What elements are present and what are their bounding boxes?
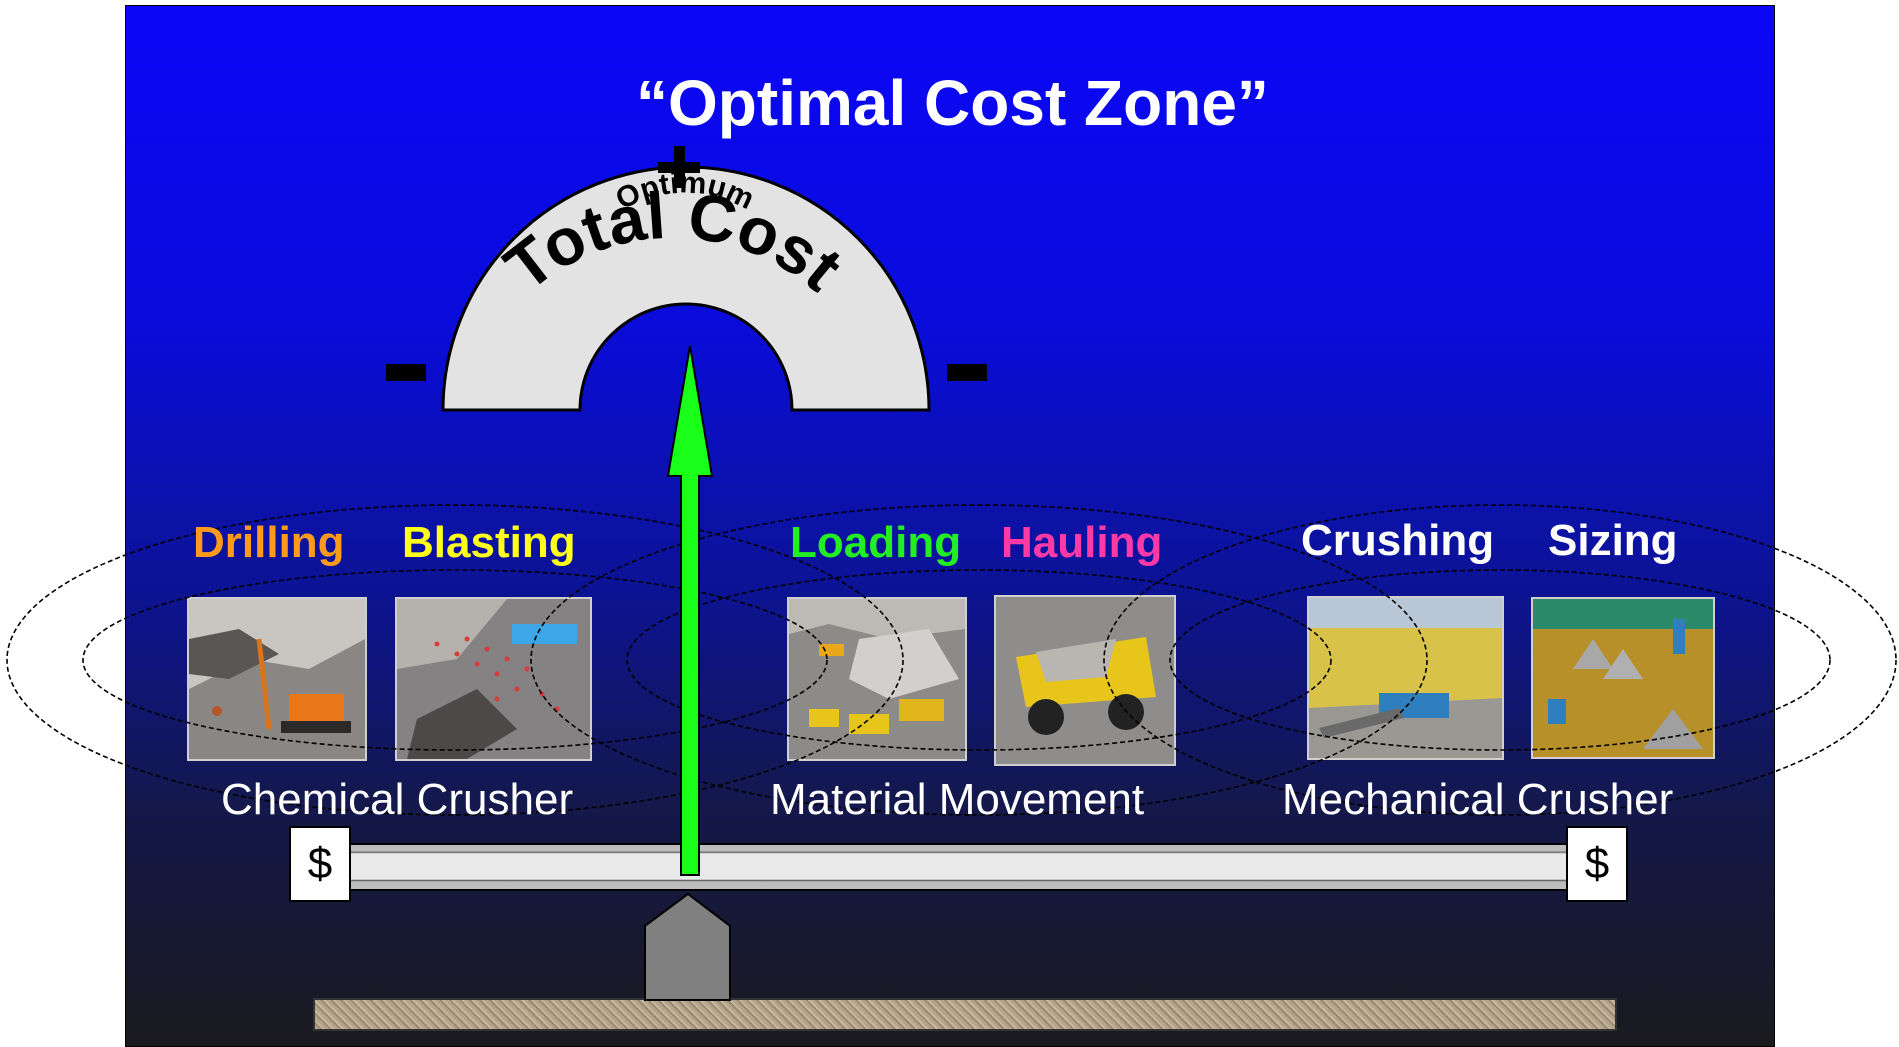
category-material-movement: Material Movement [770, 775, 1145, 824]
process-crushing: Crushing [1301, 516, 1495, 565]
scale-base [313, 998, 1617, 1031]
loading-photo [787, 597, 967, 761]
process-hauling: Hauling [1001, 518, 1163, 567]
process-loading: Loading [790, 518, 962, 567]
process-drilling: Drilling [193, 518, 345, 567]
crushing-photo [1307, 596, 1504, 760]
page-title: “Optimal Cost Zone” [636, 67, 1269, 139]
category-mechanical-crusher: Mechanical Crusher [1282, 775, 1674, 824]
hauling-photo [994, 595, 1176, 766]
category-chemical-crusher: Chemical Crusher [221, 775, 574, 824]
dollar-weight-left: $ [289, 826, 351, 902]
process-sizing: Sizing [1548, 516, 1678, 565]
minus-symbol-left [386, 364, 426, 381]
process-blasting: Blasting [402, 518, 576, 567]
drilling-photo [187, 597, 367, 761]
minus-symbol-right [947, 364, 987, 381]
total-cost-arch [441, 165, 931, 412]
dollar-weight-right: $ [1566, 826, 1628, 902]
blasting-photo [395, 597, 592, 761]
sizing-photo [1531, 597, 1715, 759]
scale-beam [348, 843, 1604, 891]
